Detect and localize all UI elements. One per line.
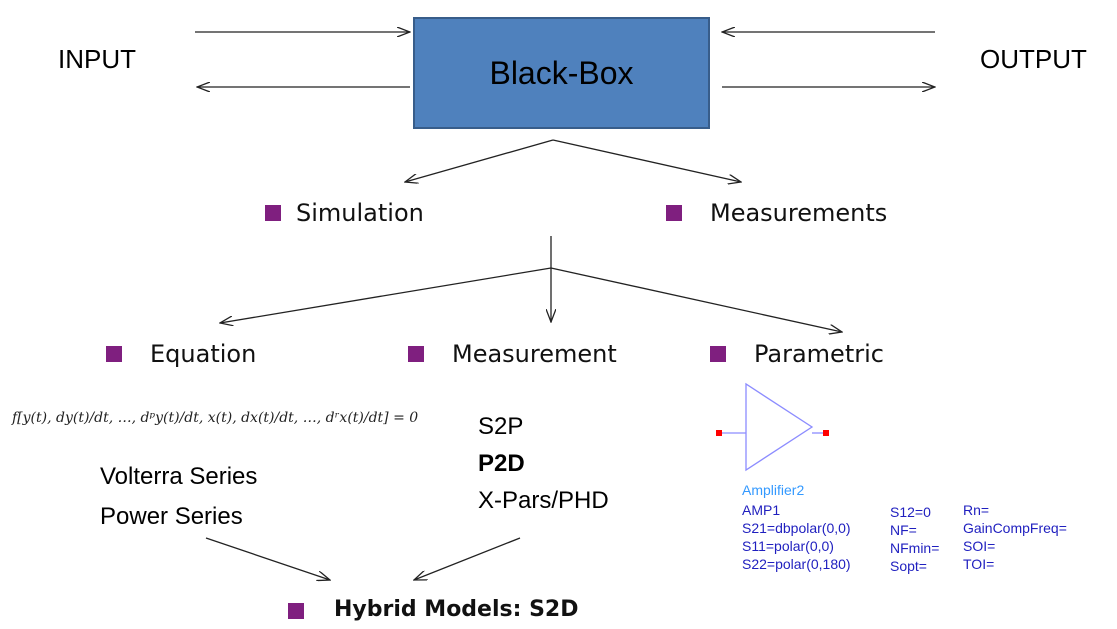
- amp-param: S22=polar(0,180): [742, 556, 851, 572]
- amp-param: S11=polar(0,0): [742, 538, 834, 554]
- amp-param: S21=dbpolar(0,0): [742, 520, 851, 536]
- amp-param: AMP1: [742, 502, 781, 518]
- amp-param: GainCompFreq=: [963, 520, 1067, 536]
- amplifier-params-col1: AMP1 S21=dbpolar(0,0) S11=polar(0,0) S22…: [742, 501, 851, 573]
- simulation-bullet: [265, 205, 281, 221]
- equation-formula: f[y(t), dy(t)/dt, …, dᵖy(t)/dt, x(t), dx…: [12, 410, 419, 426]
- output-label: OUTPUT: [980, 44, 1087, 74]
- equation-bullet: [106, 346, 122, 362]
- amp-param: SOI=: [963, 538, 996, 554]
- to-simulation-arrow: [405, 139, 554, 182]
- amp-param: Sopt=: [890, 558, 927, 574]
- xpars-phd-label: X-Pars/PHD: [478, 487, 609, 514]
- amp-param: NFmin=: [890, 540, 940, 556]
- amp-output-pin: [823, 430, 829, 436]
- hybrid-bullet: [288, 603, 304, 619]
- amplifier-params-col2: S12=0 NF= NFmin= Sopt=: [890, 503, 939, 575]
- amp-param: NF=: [890, 522, 917, 538]
- amplifier-params-col3: Rn= GainCompFreq= SOI= TOI=: [963, 501, 1067, 573]
- measurement-bullet: [408, 346, 424, 362]
- amplifier-name: Amplifier2: [742, 482, 805, 498]
- s2p-label: S2P: [478, 413, 524, 440]
- measurement-to-hybrid-arrow: [414, 537, 521, 580]
- measurement-label: Measurement: [452, 340, 617, 368]
- p2d-label: P2D: [478, 450, 525, 477]
- to-parametric-arrow: [550, 267, 842, 332]
- black-box: Black-Box: [413, 17, 710, 129]
- black-box-label: Black-Box: [489, 54, 634, 91]
- power-series-label: Power Series: [100, 503, 243, 530]
- equation-label: Equation: [150, 340, 257, 368]
- simulation-label: Simulation: [296, 199, 424, 227]
- to-measurements-arrow: [552, 139, 741, 182]
- parametric-bullet: [710, 346, 726, 362]
- to-equation-arrow: [220, 267, 552, 323]
- amp-input-pin: [716, 430, 722, 436]
- hybrid-models-label: Hybrid Models: S2D: [334, 597, 579, 622]
- parametric-label: Parametric: [754, 340, 884, 368]
- measurements-bullet: [666, 205, 682, 221]
- amp-param: TOI=: [963, 556, 995, 572]
- amp-param: S12=0: [890, 504, 931, 520]
- volterra-series-label: Volterra Series: [100, 463, 258, 490]
- input-label: INPUT: [58, 44, 136, 74]
- amplifier-symbol: [716, 382, 829, 472]
- measurements-label: Measurements: [710, 199, 888, 227]
- equation-to-hybrid-arrow: [205, 537, 330, 580]
- amp-param: Rn=: [963, 502, 990, 518]
